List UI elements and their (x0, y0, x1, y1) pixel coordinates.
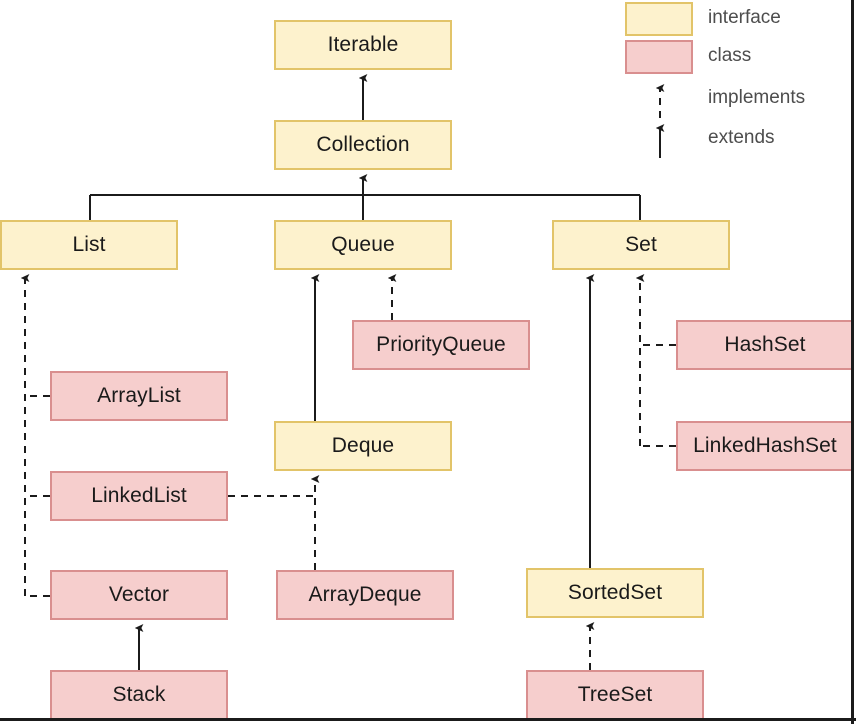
node-sortedset[interactable]: SortedSet (526, 568, 704, 618)
node-label: LinkedHashSet (693, 434, 837, 457)
node-label: Iterable (327, 33, 399, 56)
node-label: Collection (316, 133, 410, 156)
node-vector[interactable]: Vector (50, 570, 228, 620)
node-label: Deque (331, 434, 395, 457)
legend-class-label: class (708, 45, 752, 66)
node-iterable[interactable]: Iterable (274, 20, 452, 70)
node-linkedhashset[interactable]: LinkedHashSet (676, 421, 854, 471)
node-treeset[interactable]: TreeSet (526, 670, 704, 720)
node-list[interactable]: List (0, 220, 178, 270)
node-priorityqueue[interactable]: PriorityQueue (352, 320, 530, 370)
node-label: Set (625, 233, 657, 256)
node-collection[interactable]: Collection (274, 120, 452, 170)
node-label: List (72, 233, 106, 256)
node-set[interactable]: Set (552, 220, 730, 270)
legend-interface-label: interface (708, 7, 781, 28)
frame-right-border (851, 0, 854, 724)
node-hashset[interactable]: HashSet (676, 320, 854, 370)
node-stack[interactable]: Stack (50, 670, 228, 720)
node-arraylist[interactable]: ArrayList (50, 371, 228, 421)
node-label: Vector (108, 583, 170, 606)
node-linkedlist[interactable]: LinkedList (50, 471, 228, 521)
legend-interface-swatch (625, 2, 693, 36)
legend-implements-label: implements (708, 87, 806, 108)
node-label: ArrayList (97, 384, 181, 407)
node-label: HashSet (724, 333, 806, 356)
node-arraydeque[interactable]: ArrayDeque (276, 570, 454, 620)
node-label: TreeSet (577, 683, 653, 706)
node-queue[interactable]: Queue (274, 220, 452, 270)
node-label: SortedSet (567, 581, 663, 604)
node-deque[interactable]: Deque (274, 421, 452, 471)
frame-bottom-border (0, 718, 856, 721)
legend-class-swatch (625, 40, 693, 74)
node-label: PriorityQueue (376, 333, 506, 356)
node-label: Stack (112, 683, 166, 706)
node-label: LinkedList (91, 484, 187, 507)
node-label: ArrayDeque (308, 583, 422, 606)
node-label: Queue (331, 233, 395, 256)
legend-extends-label: extends (708, 127, 775, 148)
